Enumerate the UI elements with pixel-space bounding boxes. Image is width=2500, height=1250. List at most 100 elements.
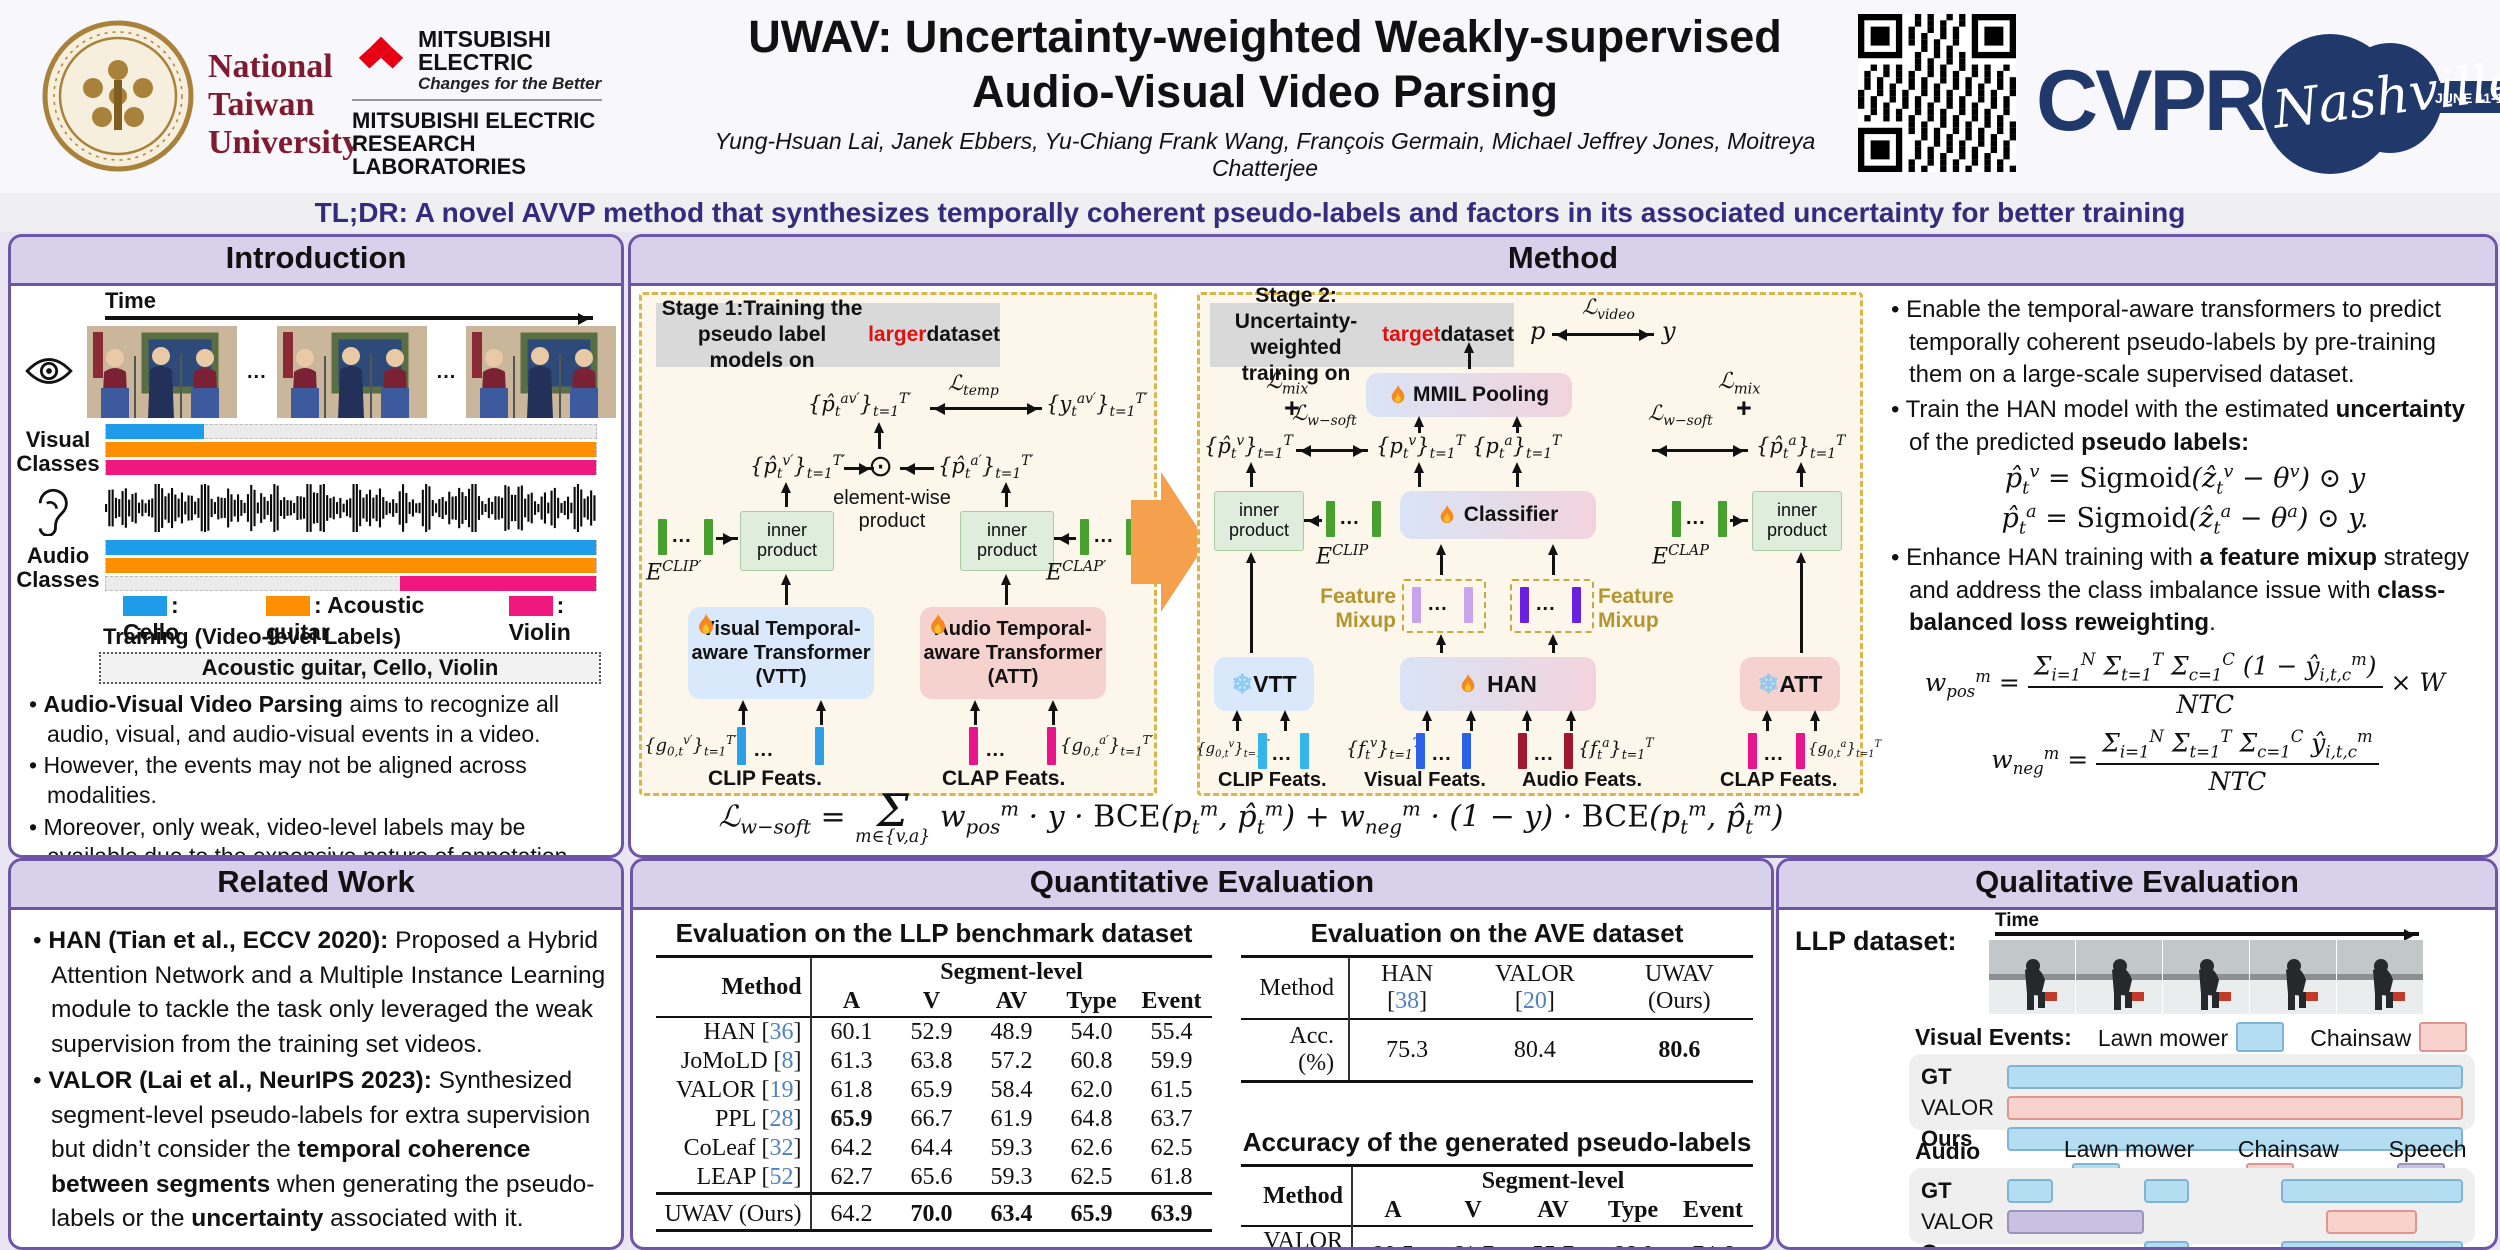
bullet-item: • Moreover, only weak, video-level label…: [29, 813, 574, 858]
arrow: [1414, 416, 1424, 433]
lmix-left: ℒmix: [1266, 369, 1309, 398]
arrow: [1464, 342, 1474, 369]
fire-icon: [931, 614, 945, 634]
timeline-row: Ours: [1921, 1125, 2463, 1153]
classifier-box: Classifier: [1400, 491, 1596, 539]
dots: ...: [1686, 507, 1706, 529]
table-cell: 65.9: [809, 1105, 892, 1134]
legend-swatch: [508, 596, 553, 616]
table-cell: Method: [721, 973, 802, 1000]
authors: Yung-Hsuan Lai, Janek Ebbers, Yu-Chiang …: [714, 127, 1816, 181]
legend-item: : Violin: [508, 592, 571, 645]
arrow: [1232, 710, 1242, 731]
table-cell: 65.9: [1070, 1201, 1113, 1227]
time-label: Time: [1995, 910, 2040, 931]
clap-feat-bar: [1047, 727, 1056, 765]
table-cell: 55.4: [1150, 1019, 1193, 1045]
arrow: [1810, 710, 1820, 731]
table-cell: 74.6: [1673, 1226, 1753, 1248]
table-cell: 61.8: [809, 1076, 892, 1105]
training-label: Training (Video-level Labels): [103, 624, 401, 649]
qr-code[interactable]: [1858, 14, 2016, 172]
arrow: [1548, 544, 1558, 575]
table-cell: 80.5: [1351, 1226, 1433, 1247]
stage2-pha: {p̂ta}t=1T: [1756, 433, 1846, 463]
classifier-label: Classifier: [1463, 503, 1559, 526]
mixup-bar: [1572, 587, 1581, 623]
att-label: Audio Temporal-aware Transformer (ATT): [923, 618, 1103, 688]
lwsoft-arrow-left: [1296, 444, 1368, 457]
ltemp-arrow: [930, 402, 1042, 415]
stage2-fv: {ftv}t=1T: [1346, 735, 1421, 763]
bullet-item: • Enhance HAN training with a feature mi…: [1891, 543, 2469, 637]
video-frame: [466, 326, 617, 418]
timeline-row: VALOR: [1921, 1208, 2463, 1236]
table-cell: VALOR [19]: [675, 1077, 802, 1103]
fire-icon: [699, 614, 713, 634]
arrow: [1246, 552, 1256, 653]
mmil-pooling-box: MMIL Pooling: [1366, 373, 1572, 417]
llp-dataset-label: LLP dataset:: [1795, 926, 1957, 956]
legend-swatch: [2236, 1022, 2285, 1052]
poster-header: National Taiwan University MITSUBISHI EL…: [0, 0, 2500, 193]
pseudo-label-eq-v: p̂tv = Sigmoid(ẑtv − θv) ⊙ y: [2004, 461, 2366, 499]
stage2-eclap: ECLAP: [1652, 543, 1710, 570]
vtt-label: VTT: [1253, 670, 1297, 697]
arrow: [1054, 532, 1076, 545]
ave-table-caption: Evaluation on the AVE dataset: [1310, 918, 1684, 948]
table-cell: AV: [995, 988, 1028, 1014]
clap-feat-bar: [1796, 733, 1805, 769]
dots: ...: [1432, 743, 1452, 765]
bullet-item: • Audio-Visual Video Parsing aims to rec…: [29, 691, 559, 747]
arrow: [781, 482, 791, 507]
table-cell: Method: [1259, 974, 1335, 1001]
table-cell: V: [1464, 1197, 1482, 1223]
poster-title: UWAV: Uncertainty-weighted Weakly-superv…: [700, 10, 1830, 182]
arrow: [1001, 574, 1011, 605]
table-cell: 59.9: [1150, 1048, 1193, 1074]
panel-qualitative-title: Qualitative Evaluation: [1779, 861, 2495, 910]
svg-text:JUNE 11-15, 2025: JUNE 11-15, 2025: [2435, 90, 2500, 106]
timeline-row-name: Ours: [1921, 1240, 2007, 1247]
ntu-logo: [42, 20, 194, 172]
arrow: [1422, 710, 1432, 731]
event-segment: [2280, 1179, 2463, 1203]
arrow: [1762, 710, 1772, 731]
embedding-bar: [1718, 501, 1727, 537]
stage2-pv: {ptv}t=1T: [1376, 433, 1465, 463]
table-cell: 62.6: [1070, 1135, 1113, 1161]
method-summary: • Enable the temporal-aware transformers…: [1883, 292, 2487, 796]
bullet-item: • Enable the temporal-aware transformers…: [1891, 296, 2441, 389]
han-label: HAN: [1487, 670, 1537, 697]
arrow: [900, 462, 934, 475]
table-cell: 57.2: [990, 1048, 1033, 1074]
timeline-track: [2007, 1096, 2463, 1120]
table-cell: CoLeaf [32]: [683, 1135, 802, 1161]
embedding-bar: [658, 519, 667, 555]
tldr-banner: TL;DR: A novel AVVP method that synthesi…: [0, 193, 2500, 232]
arrow: [1246, 462, 1256, 487]
table-cell: 65.9: [910, 1077, 953, 1103]
class-presence-track: [105, 423, 597, 439]
arrow: [1436, 634, 1446, 653]
stage1-eclip: ECLIP′: [646, 559, 702, 586]
arrow: [874, 422, 884, 449]
panel-quantitative: Quantitative Evaluation Evaluation on th…: [630, 858, 1774, 1250]
arrow: [781, 574, 791, 605]
mixup-bar: [1412, 587, 1421, 623]
embedding-bar: [1326, 501, 1335, 537]
legend-swatch: [265, 596, 310, 616]
lvideo-arrow: [1552, 328, 1654, 341]
video-frame: [2163, 940, 2249, 1014]
plus-right: +: [1736, 393, 1752, 423]
arrow: [1548, 634, 1558, 653]
table-cell: 59.3: [990, 1135, 1033, 1161]
title-line-2: Audio-Visual Video Parsing: [972, 65, 1558, 117]
timeline-row-name: GT: [1921, 1178, 1952, 1203]
table-cell: Segment-level: [1351, 1165, 1753, 1196]
